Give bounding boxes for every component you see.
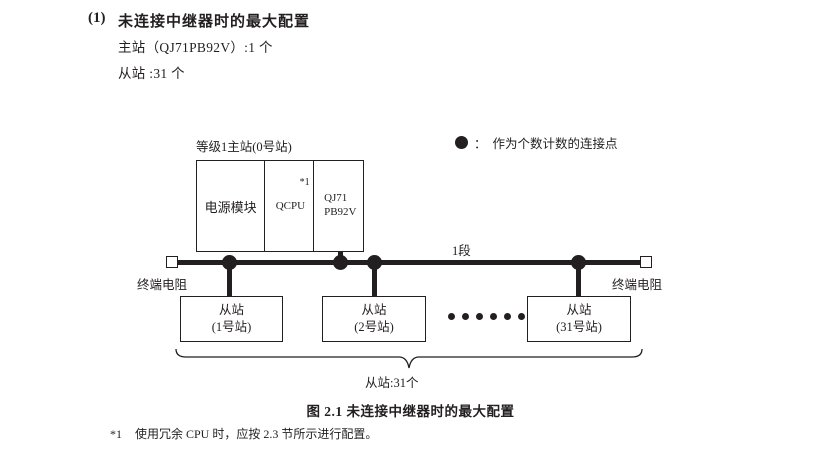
network-module-label-line2: PB92V <box>324 206 357 218</box>
slave-31-station: (31号站) <box>556 320 602 334</box>
drop-line-slave-2 <box>372 262 377 298</box>
legend-label: 作为个数计数的连接点 <box>492 137 618 151</box>
rack-cell-network-module: QJ71 PB92V <box>314 161 363 251</box>
rack-cell-cpu-module: QCPU *1 <box>265 161 314 251</box>
slave-31-name: 从站 <box>566 303 592 318</box>
slave-2-station: (2号站) <box>354 320 394 334</box>
drop-line-slave-1 <box>227 262 232 298</box>
slave-station-box-2: 从站 (2号站) <box>322 296 426 342</box>
master-station-label: 等级1主站(0号站) <box>196 140 292 154</box>
page-title: 未连接中继器时的最大配置 <box>118 14 311 30</box>
drop-line-slave-31 <box>576 262 581 298</box>
rack-cell-power-module: 电源模块 <box>197 161 266 251</box>
slave-1-station: (1号站) <box>211 320 252 334</box>
terminator-right-label: 终端电阻 <box>612 278 663 292</box>
terminator-left-label: 终端电阻 <box>137 278 188 292</box>
spec-master-count: 主站（QJ71PB92V）:1 个 <box>118 40 273 55</box>
terminator-right-icon <box>640 256 652 268</box>
segment-label: 1段 <box>452 244 471 258</box>
spec-slave-count: 从站 :31 个 <box>118 66 185 81</box>
master-rack: 电源模块 QCPU *1 QJ71 PB92V <box>196 160 364 252</box>
terminator-left-icon <box>166 256 178 268</box>
footnote-marker: *1 <box>110 427 122 441</box>
slave-group-brace <box>175 348 643 369</box>
slave-1-name: 从站 <box>218 303 244 318</box>
footnote-text: 使用冗余 CPU 时，应按 2.3 节所示进行配置。 <box>135 427 378 441</box>
legend-separator: ： <box>474 137 487 151</box>
network-module-label-line1: QJ71 <box>324 192 348 205</box>
legend: ： 作为个数计数的连接点 <box>455 133 618 152</box>
connection-node-master <box>333 255 348 270</box>
footnote: *1 使用冗余 CPU 时，应按 2.3 节所示进行配置。 <box>110 425 377 442</box>
slave-station-box-31: 从站 (31号站) <box>527 296 631 342</box>
cpu-footnote-marker: *1 <box>299 177 310 188</box>
slave-group-label: 从站:31个 <box>365 376 419 390</box>
power-module-label: 电源模块 <box>204 199 257 215</box>
connection-point-dot-icon <box>455 136 468 149</box>
slave-2-name: 从站 <box>361 303 387 318</box>
heading-number: (1) <box>88 10 106 26</box>
slave-station-box-1: 从站 (1号站) <box>180 296 283 342</box>
ellipsis-dots-icon <box>448 313 525 320</box>
bus-line <box>176 260 646 265</box>
figure-caption: 图 2.1 未连接中继器时的最大配置 <box>306 404 515 419</box>
cpu-module-label: QCPU <box>275 200 306 212</box>
